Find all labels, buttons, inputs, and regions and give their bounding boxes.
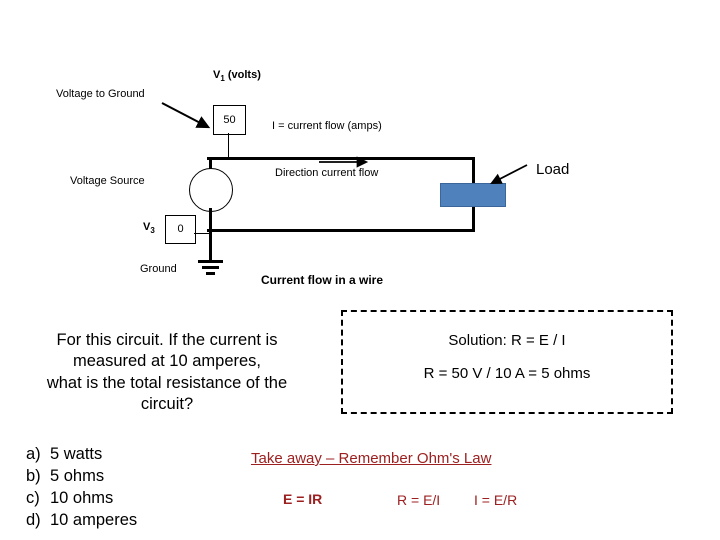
ground-label: Ground xyxy=(140,263,177,275)
wire-top xyxy=(207,157,475,160)
wire-source-top-stub xyxy=(209,157,212,172)
load-block xyxy=(440,183,506,207)
wire-source-bottom-stub xyxy=(209,208,212,260)
v1-caption: V1 (volts) xyxy=(213,69,261,84)
question-line: For this circuit. If the current is xyxy=(56,331,278,349)
formula-r-equals-e-over-i: R = E/I xyxy=(397,492,441,508)
v1-meter-box: 50 xyxy=(213,105,246,135)
voltage-source-label: Voltage Source xyxy=(70,175,145,187)
v3-meter-value: 0 xyxy=(177,223,184,235)
current-flow-definition-label: I = current flow (amps) xyxy=(272,120,382,132)
voltage-to-ground-label: Voltage to Ground xyxy=(56,88,145,100)
question-line: what is the total resistance of the xyxy=(46,373,288,392)
formula-i-equals-e-over-r: I = E/R xyxy=(474,492,518,508)
load-arrow xyxy=(490,164,528,184)
question-line: measured at 10 amperes, xyxy=(72,352,262,371)
question-line: circuit? xyxy=(140,395,194,414)
answer-option-text: 5 watts xyxy=(50,445,103,463)
current-flow-in-a-wire-caption: Current flow in a wire xyxy=(261,273,384,287)
solution-line-1: Solution: R = E / I xyxy=(448,332,566,349)
answer-option-key: b) xyxy=(26,466,41,485)
answer-option-key: a) xyxy=(26,445,41,463)
ground-symbol-bar-3 xyxy=(206,272,215,275)
answer-options-list: a) 5 watts b) 5 ohms c) 10 ohms d) 10 ampere… xyxy=(26,444,137,532)
circuit-diagram: V1 (volts) Voltage to Ground 50 I = curr… xyxy=(56,69,570,287)
solution-line-2: R = 50 V / 10 A = 5 ohms xyxy=(423,365,591,382)
answer-option-d[interactable]: d) 10 amperes xyxy=(26,510,137,532)
v1-meter-lead xyxy=(228,133,229,158)
v3-meter-box: 0 xyxy=(165,215,196,244)
solution-box: Solution: R = E / I R = 50 V / 10 A = 5 … xyxy=(341,310,673,414)
answer-option-key: c) xyxy=(26,488,40,507)
v3-meter-lead xyxy=(194,233,210,234)
ground-symbol-bar-2 xyxy=(202,266,219,269)
formula-e-equals-ir: E = IR xyxy=(283,491,323,507)
direction-current-flow-label: Direction current flow xyxy=(275,167,379,179)
answer-option-b[interactable]: b) 5 ohms xyxy=(26,466,137,488)
direction-current-flow-arrow xyxy=(319,156,369,168)
v1-meter-value: 50 xyxy=(223,113,236,126)
load-label: Load xyxy=(536,161,570,178)
answer-option-c[interactable]: c) 10 ohms xyxy=(26,488,137,510)
answer-option-text: 10 ohms xyxy=(50,488,114,507)
v3-caption: V3 xyxy=(143,221,155,236)
answer-option-key: d) xyxy=(26,510,41,529)
voltage-to-ground-arrow xyxy=(161,102,211,129)
question-text: For this circuit. If the current is meas… xyxy=(22,330,312,416)
answer-option-a[interactable]: a) 5 watts xyxy=(26,444,137,466)
answer-option-text: 5 ohms xyxy=(50,466,105,485)
answer-option-text: 10 amperes xyxy=(50,510,138,529)
wire-bottom xyxy=(207,229,475,232)
voltage-source-symbol xyxy=(189,168,233,212)
takeaway-heading: Take away – Remember Ohm's Law xyxy=(251,450,492,467)
ground-symbol-bar-1 xyxy=(198,260,223,263)
